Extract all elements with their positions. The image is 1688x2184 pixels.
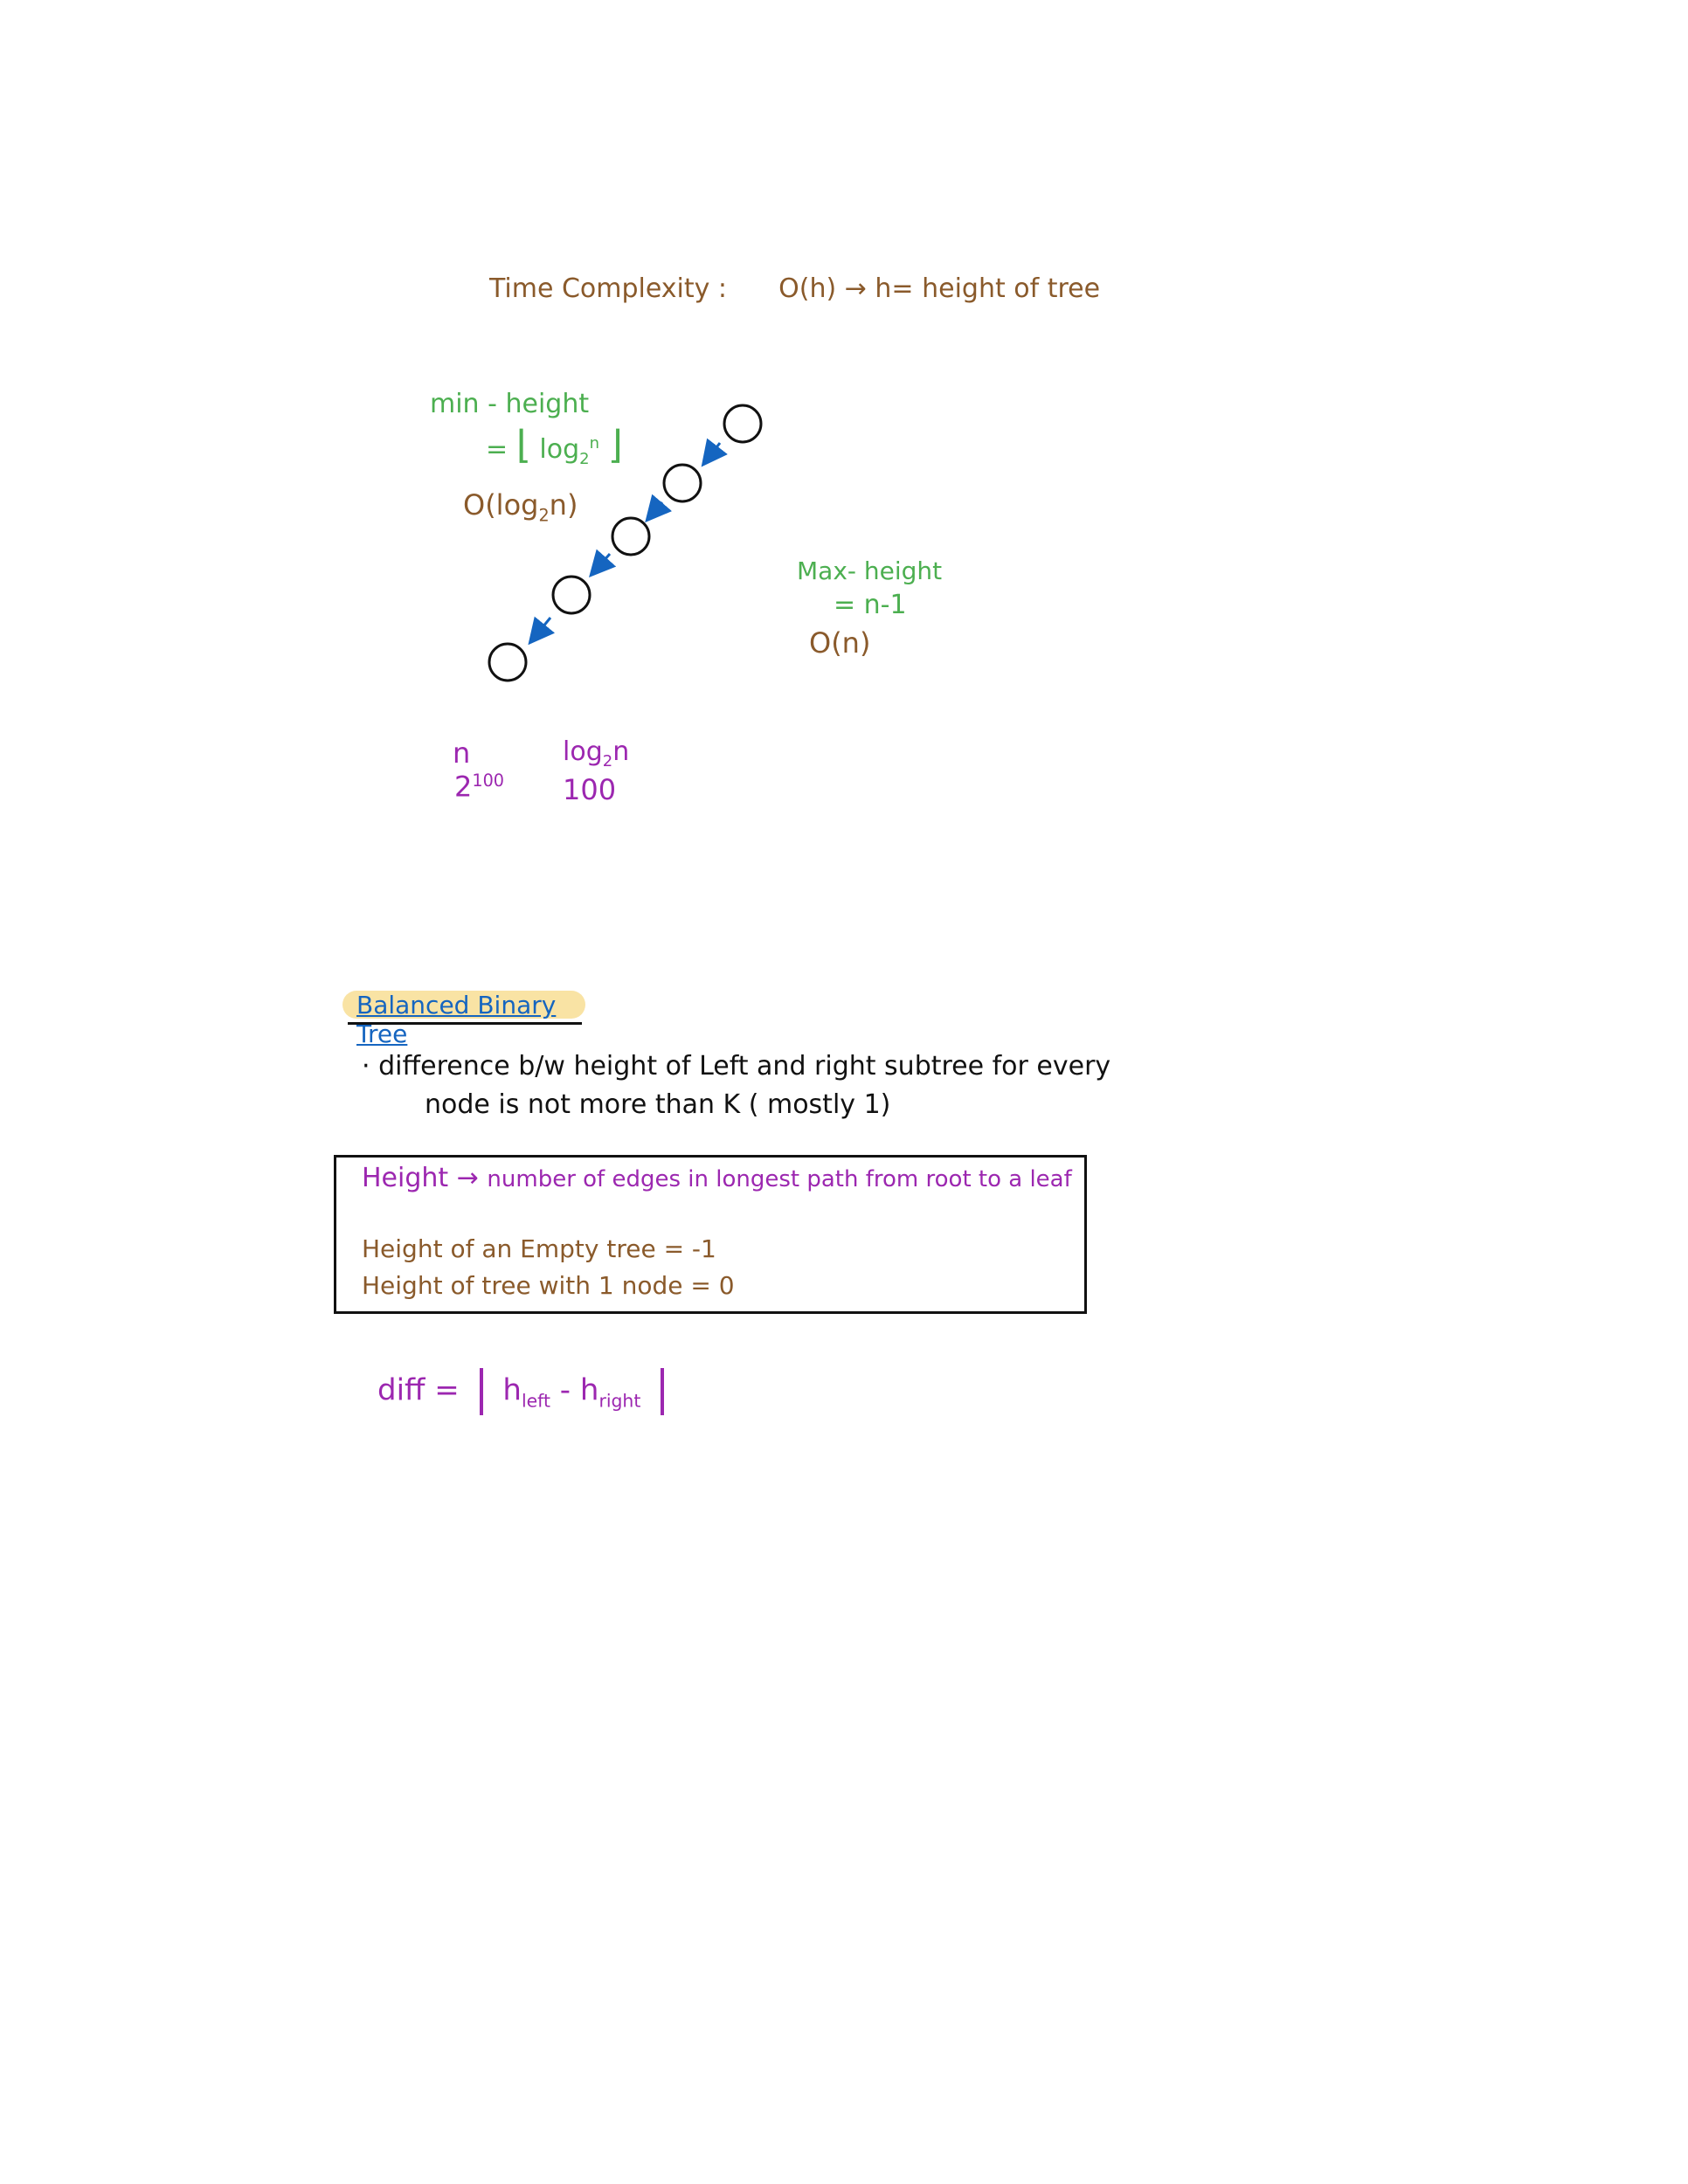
- max-height-complexity: O(n): [809, 626, 871, 660]
- example-n-value: 2100: [454, 772, 504, 801]
- max-height-label: Max- height: [797, 556, 943, 585]
- bullet-icon: ·: [362, 1051, 370, 1082]
- floor-open-icon: ⌊: [515, 423, 531, 467]
- example-log-value: 100: [563, 773, 617, 806]
- height-definition-box: [334, 1155, 1087, 1314]
- abs-bar-left: [479, 1368, 483, 1415]
- edge-arrow: [528, 616, 556, 646]
- height-definition: Height → number of edges in longest path…: [362, 1165, 1072, 1192]
- example-n-header: n: [453, 736, 471, 770]
- tree-node: [723, 404, 763, 444]
- tree-node: [662, 463, 702, 503]
- example-log-base: 2: [602, 752, 613, 771]
- balanced-line1-text: difference b/w height of Left and right …: [378, 1051, 1111, 1082]
- abs-bar-right: [661, 1368, 665, 1415]
- h-left-sub: left: [521, 1390, 550, 1412]
- min-height-formula: = ⌊ log2n ⌋: [486, 426, 623, 467]
- min-complexity-base: 2: [538, 505, 550, 526]
- title-underline: [348, 1022, 582, 1025]
- example-n-base: 2: [454, 770, 473, 804]
- height-definition-text: number of edges in longest path from roo…: [487, 1166, 1072, 1192]
- one-node-height: Height of tree with 1 node = 0: [362, 1271, 735, 1300]
- balanced-definition-line2: node is not more than K ( mostly 1): [425, 1089, 891, 1120]
- section-title-text: Balanced Binary Tree: [356, 991, 557, 1048]
- min-height-log: log: [539, 434, 580, 465]
- time-complexity: Time Complexity : O(h) → h= height of tr…: [489, 276, 1100, 302]
- edge-arrow: [589, 549, 617, 577]
- edge-arrow: [701, 438, 728, 467]
- min-height-log-base: 2: [579, 450, 590, 468]
- example-log-prefix: log: [563, 736, 603, 767]
- edge-arrow: [645, 494, 673, 523]
- balanced-definition-line1: · difference b/w height of Left and righ…: [362, 1054, 1110, 1080]
- example-log-suffix: n: [612, 736, 630, 767]
- empty-tree-height: Height of an Empty tree = -1: [362, 1234, 716, 1263]
- time-complexity-label: Time Complexity :: [489, 273, 728, 304]
- arrow-icon: →: [456, 1163, 479, 1193]
- section-title-balanced-binary-tree: Balanced Binary Tree: [342, 991, 585, 1048]
- min-complexity-prefix: O(log: [463, 488, 539, 522]
- min-complexity-suffix: n): [549, 488, 578, 522]
- example-n-exp: 100: [472, 771, 504, 791]
- h-right: h: [579, 1372, 599, 1408]
- time-complexity-def: h= height of tree: [875, 273, 1101, 304]
- diff-label: diff =: [377, 1372, 460, 1408]
- min-height-label: min - height: [430, 389, 590, 419]
- h-left: h: [502, 1372, 522, 1408]
- min-height-complexity: O(log2n): [463, 491, 578, 524]
- tree-node: [611, 516, 651, 556]
- tree-node: [488, 642, 528, 682]
- min-height-log-arg: n: [589, 434, 600, 453]
- diff-formula: diff = hleft - hright: [377, 1368, 675, 1415]
- example-log-header: log2n: [563, 739, 629, 770]
- arrow-icon: →: [844, 273, 867, 304]
- floor-close-icon: ⌋: [607, 423, 623, 467]
- max-height-value: = n-1: [834, 590, 907, 620]
- time-complexity-expr: O(h): [778, 273, 837, 304]
- min-height-eq: =: [486, 434, 508, 465]
- tree-node: [551, 575, 591, 615]
- height-label: Height: [362, 1163, 449, 1193]
- diff-minus: -: [559, 1372, 571, 1408]
- h-right-sub: right: [598, 1390, 641, 1412]
